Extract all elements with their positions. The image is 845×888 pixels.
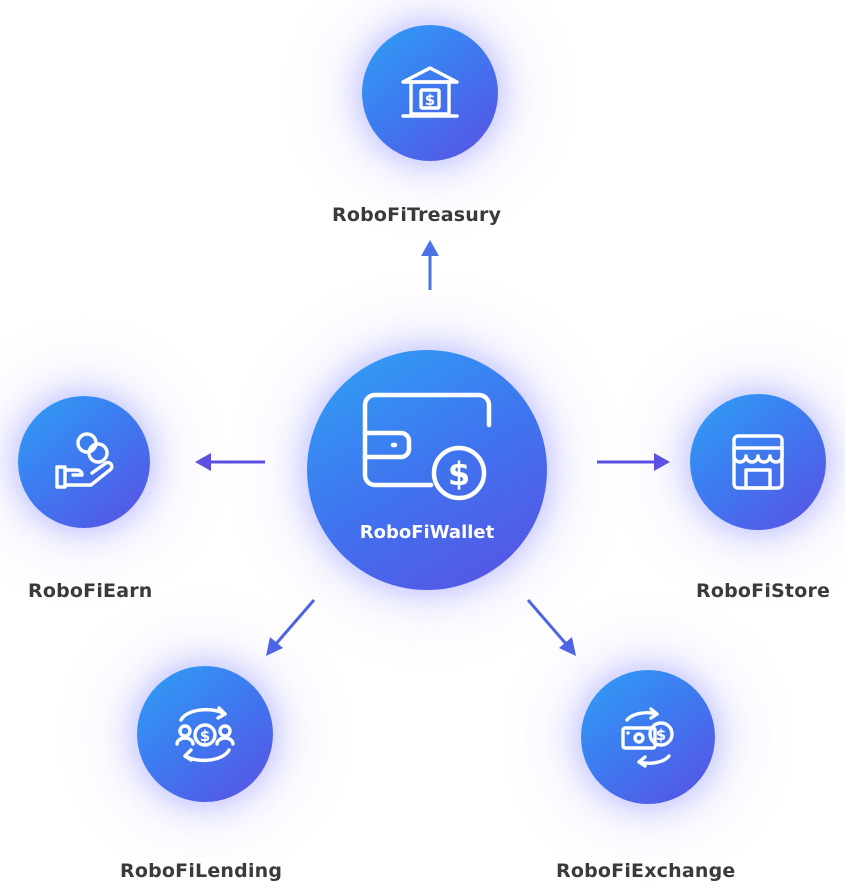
storefront-icon [732,434,784,490]
svg-text:$: $ [425,91,435,109]
earn-node[interactable] [18,396,150,528]
store-label: RoboFiStore [696,580,831,602]
arrow-to-earn [195,453,265,471]
exchange-node[interactable]: $ [581,670,715,804]
wallet-dollar-icon: $ [362,392,492,501]
arrow-to-exchange [526,599,576,656]
svg-text:$: $ [200,727,210,745]
lending-label: RoboFiLending [120,860,283,882]
hand-coins-icon [55,432,114,489]
treasury-node[interactable]: $ [362,25,498,161]
earn-label: RoboFiEarn [28,580,153,602]
arrow-to-lending [266,599,316,656]
arrow-to-treasury [421,240,439,290]
exchange-label: RoboFiExchange [556,860,736,882]
svg-text:$: $ [656,726,666,744]
cash-exchange-icon: $ [621,707,674,768]
svg-text:$: $ [448,455,470,493]
lending-node[interactable]: $ [137,666,273,802]
treasury-label: RoboFiTreasury [332,204,502,226]
store-node[interactable] [690,394,826,530]
wallet-center-label: RoboFiWallet [359,522,495,543]
bank-dollar-icon: $ [401,66,459,118]
users-exchange-dollar-icon: $ [175,706,235,763]
wallet-center-node[interactable]: $ RoboFiWallet [307,350,547,590]
arrow-to-store [597,453,670,471]
